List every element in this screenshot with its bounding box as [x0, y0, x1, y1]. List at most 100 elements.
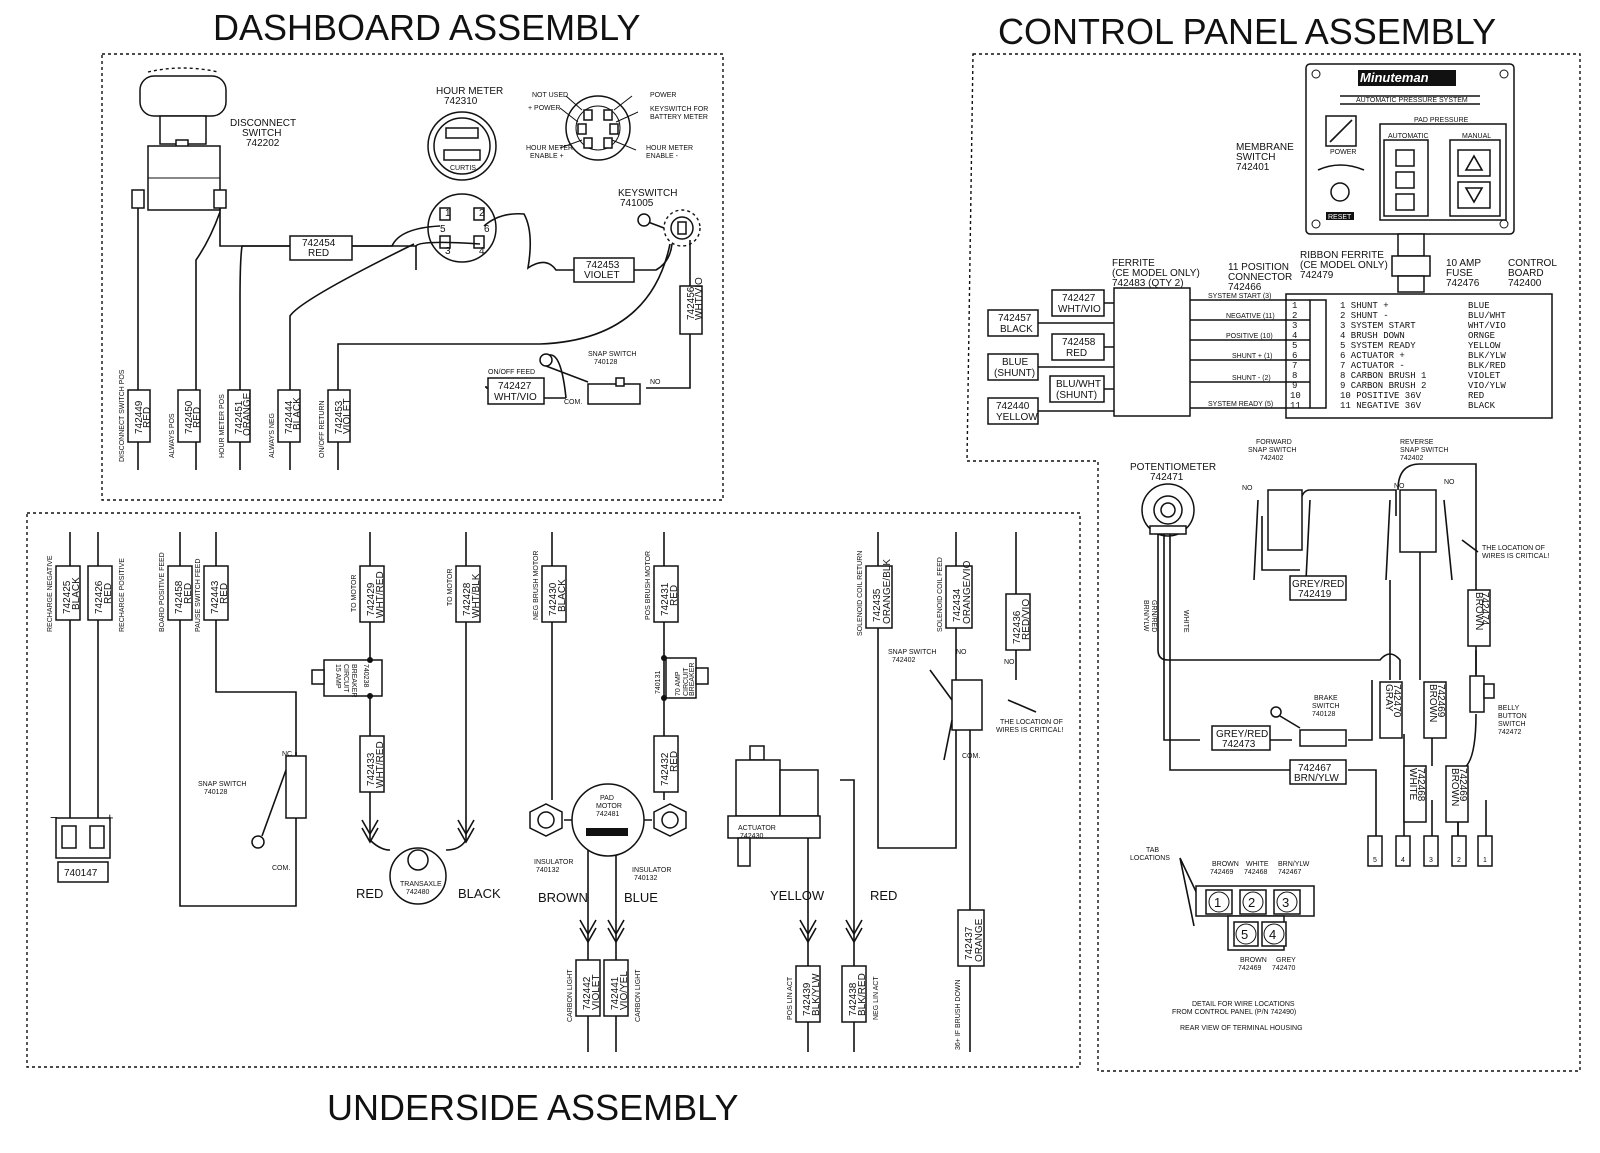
ub1-desc: CARBON LIGHT [567, 969, 574, 1022]
wire-742453-v [327, 389, 351, 443]
control-left-wires [987, 289, 1310, 425]
on-off-feed-label: ON/OFF FEED [488, 369, 535, 376]
hour-meter-label-2: 742310 [444, 96, 478, 107]
board-pin-list: 1 2 3 4 5 6 7 8 9 10 11 1 SHUNT + 2 SHUN… [1290, 301, 1506, 411]
cl4-a: BLUE [1002, 357, 1028, 368]
tab-t2-b: 742468 [1244, 869, 1267, 876]
term-5: 5 [1373, 857, 1377, 864]
sig-5: SHUNT - (2) [1232, 375, 1271, 382]
cv3-a: 742469 [1435, 684, 1446, 718]
tab-num-1: 1 [1214, 895, 1221, 910]
svg-text:BLUE: BLUE [1468, 301, 1490, 311]
u-critical-1: THE LOCATION OF [1000, 719, 1063, 726]
pin-not-used: NOT USED [532, 92, 568, 99]
tab-b1-b: 742469 [1238, 965, 1261, 972]
cv5-b: BROWN [1449, 768, 1460, 806]
minuteman-logo: Minuteman [1360, 70, 1429, 85]
u-snap-1: SNAP SWITCH [198, 781, 247, 788]
u-snap2-no: NO [956, 649, 967, 656]
forward-snap-switch [1253, 489, 1311, 581]
u-snap2-com: COM. [962, 753, 980, 760]
manual-label: MANUAL [1462, 133, 1491, 140]
w742419-b: 742419 [1298, 589, 1332, 600]
cl6-b: YELLOW [996, 412, 1038, 423]
svg-text:11 NEGATIVE 36V: 11 NEGATIVE 36V [1340, 401, 1422, 411]
cb1-4: 740238 [362, 664, 369, 687]
tab-t3-a: BRN/YLW [1278, 861, 1310, 868]
wire-742433 [359, 735, 385, 793]
pin-hm-enable-minus-2: ENABLE - [646, 153, 679, 160]
membrane-1: MEMBRANE [1236, 142, 1294, 153]
ut7-num: 742430 [548, 582, 559, 616]
terminal-ends [1367, 835, 1493, 867]
wire-742451 [227, 389, 251, 443]
snap-switch-d-com: COM. [564, 399, 582, 406]
plug-plus: + [106, 810, 114, 825]
tab-num-4: 4 [1269, 927, 1276, 942]
arrow-yellow [799, 919, 817, 944]
ub4-desc: NEG LIN ACT [873, 976, 880, 1020]
ut8-desc: POS BRUSH MOTOR [645, 551, 652, 620]
term-3: 3 [1429, 857, 1433, 864]
tab-t3-b: 742467 [1278, 869, 1301, 876]
disconnect-switch-label-1: DISCONNECT [230, 118, 296, 129]
ub1-num: 742442 [582, 976, 593, 1010]
svg-text:7 ACTUATOR -: 7 ACTUATOR - [1340, 361, 1405, 371]
svg-text:6: 6 [1292, 351, 1297, 361]
cv4-b: WHITE [1407, 768, 1418, 801]
belly-1: BELLY [1498, 705, 1520, 712]
wire-742444 [277, 389, 301, 443]
belly-2: BUTTON [1498, 713, 1527, 720]
belly-3: SWITCH [1498, 721, 1526, 728]
connector-1: 11 POSITION [1228, 262, 1289, 273]
disconnect-switch-label-3: 742202 [246, 138, 280, 149]
ub1-color: VIOLET [591, 974, 602, 1010]
svg-text:10: 10 [1290, 391, 1301, 401]
ribbon-ferrite-1: RIBBON FERRITE [1300, 250, 1384, 261]
wire-742453h-color: VIOLET [584, 270, 620, 281]
underside-snap-switch [251, 755, 307, 849]
w742433-color: WHT/RED [375, 741, 386, 788]
ut11-num: 742436 [1012, 610, 1023, 644]
dw1-num: 742449 [134, 400, 145, 434]
tab-loc-1: TAB [1146, 847, 1159, 854]
brake-3: 740128 [1312, 711, 1335, 718]
hour-meter [427, 111, 497, 181]
membrane-3: 742401 [1236, 162, 1270, 173]
tab-t1-a: BROWN [1212, 861, 1239, 868]
fuse-2: FUSE [1446, 268, 1473, 279]
pad-pressure: PAD PRESSURE [1414, 117, 1469, 124]
wire-742427-num: 742427 [498, 381, 532, 392]
dw3-color: ORANGE [242, 392, 253, 436]
svg-text:6 ACTUATOR +: 6 ACTUATOR + [1340, 351, 1405, 361]
ins1-1: INSULATOR [534, 859, 573, 866]
cl1-a: 742427 [1062, 293, 1096, 304]
control-board-2: BOARD [1508, 268, 1544, 279]
dw1-desc: DISCONNECT SWITCH POS [119, 369, 126, 462]
pad-motor [529, 783, 687, 857]
cv1-a: 742474 [1479, 592, 1490, 626]
svg-text:BLK/YLW: BLK/YLW [1468, 351, 1506, 361]
tab-loc-2: LOCATIONS [1130, 855, 1170, 862]
ut2-num: 742426 [94, 580, 105, 614]
ub3-num: 742439 [802, 982, 813, 1016]
tab-num-2: 2 [1248, 895, 1255, 910]
pin-hm-enable-plus-1: HOUR METER [526, 145, 573, 152]
svg-text:9: 9 [1292, 381, 1297, 391]
cp-critical-2: WIRES IS CRITICAL! [1482, 553, 1549, 560]
dw5-color: VIOLET [342, 398, 353, 434]
ut7-desc: NEG BRUSH MOTOR [533, 551, 540, 621]
cv1-b: BROWN [1473, 592, 1484, 630]
fuse-1: 10 AMP [1446, 258, 1481, 269]
brn-ylw-label: BRN/YLW [1142, 600, 1149, 632]
svg-text:VIO/YLW: VIO/YLW [1468, 381, 1506, 391]
pot-1: POTENTIOMETER [1130, 462, 1216, 473]
white-wire-label: WHITE [1182, 610, 1189, 633]
w742419-a: GREY/RED [1292, 579, 1344, 590]
u-snap-com: COM. [272, 865, 290, 872]
ut6-color: WHT/BLK [471, 573, 482, 618]
trans-black: BLACK [458, 886, 501, 901]
actuator-1: ACTUATOR [738, 825, 776, 832]
control-panel-title: CONTROL PANEL ASSEMBLY [998, 11, 1496, 52]
